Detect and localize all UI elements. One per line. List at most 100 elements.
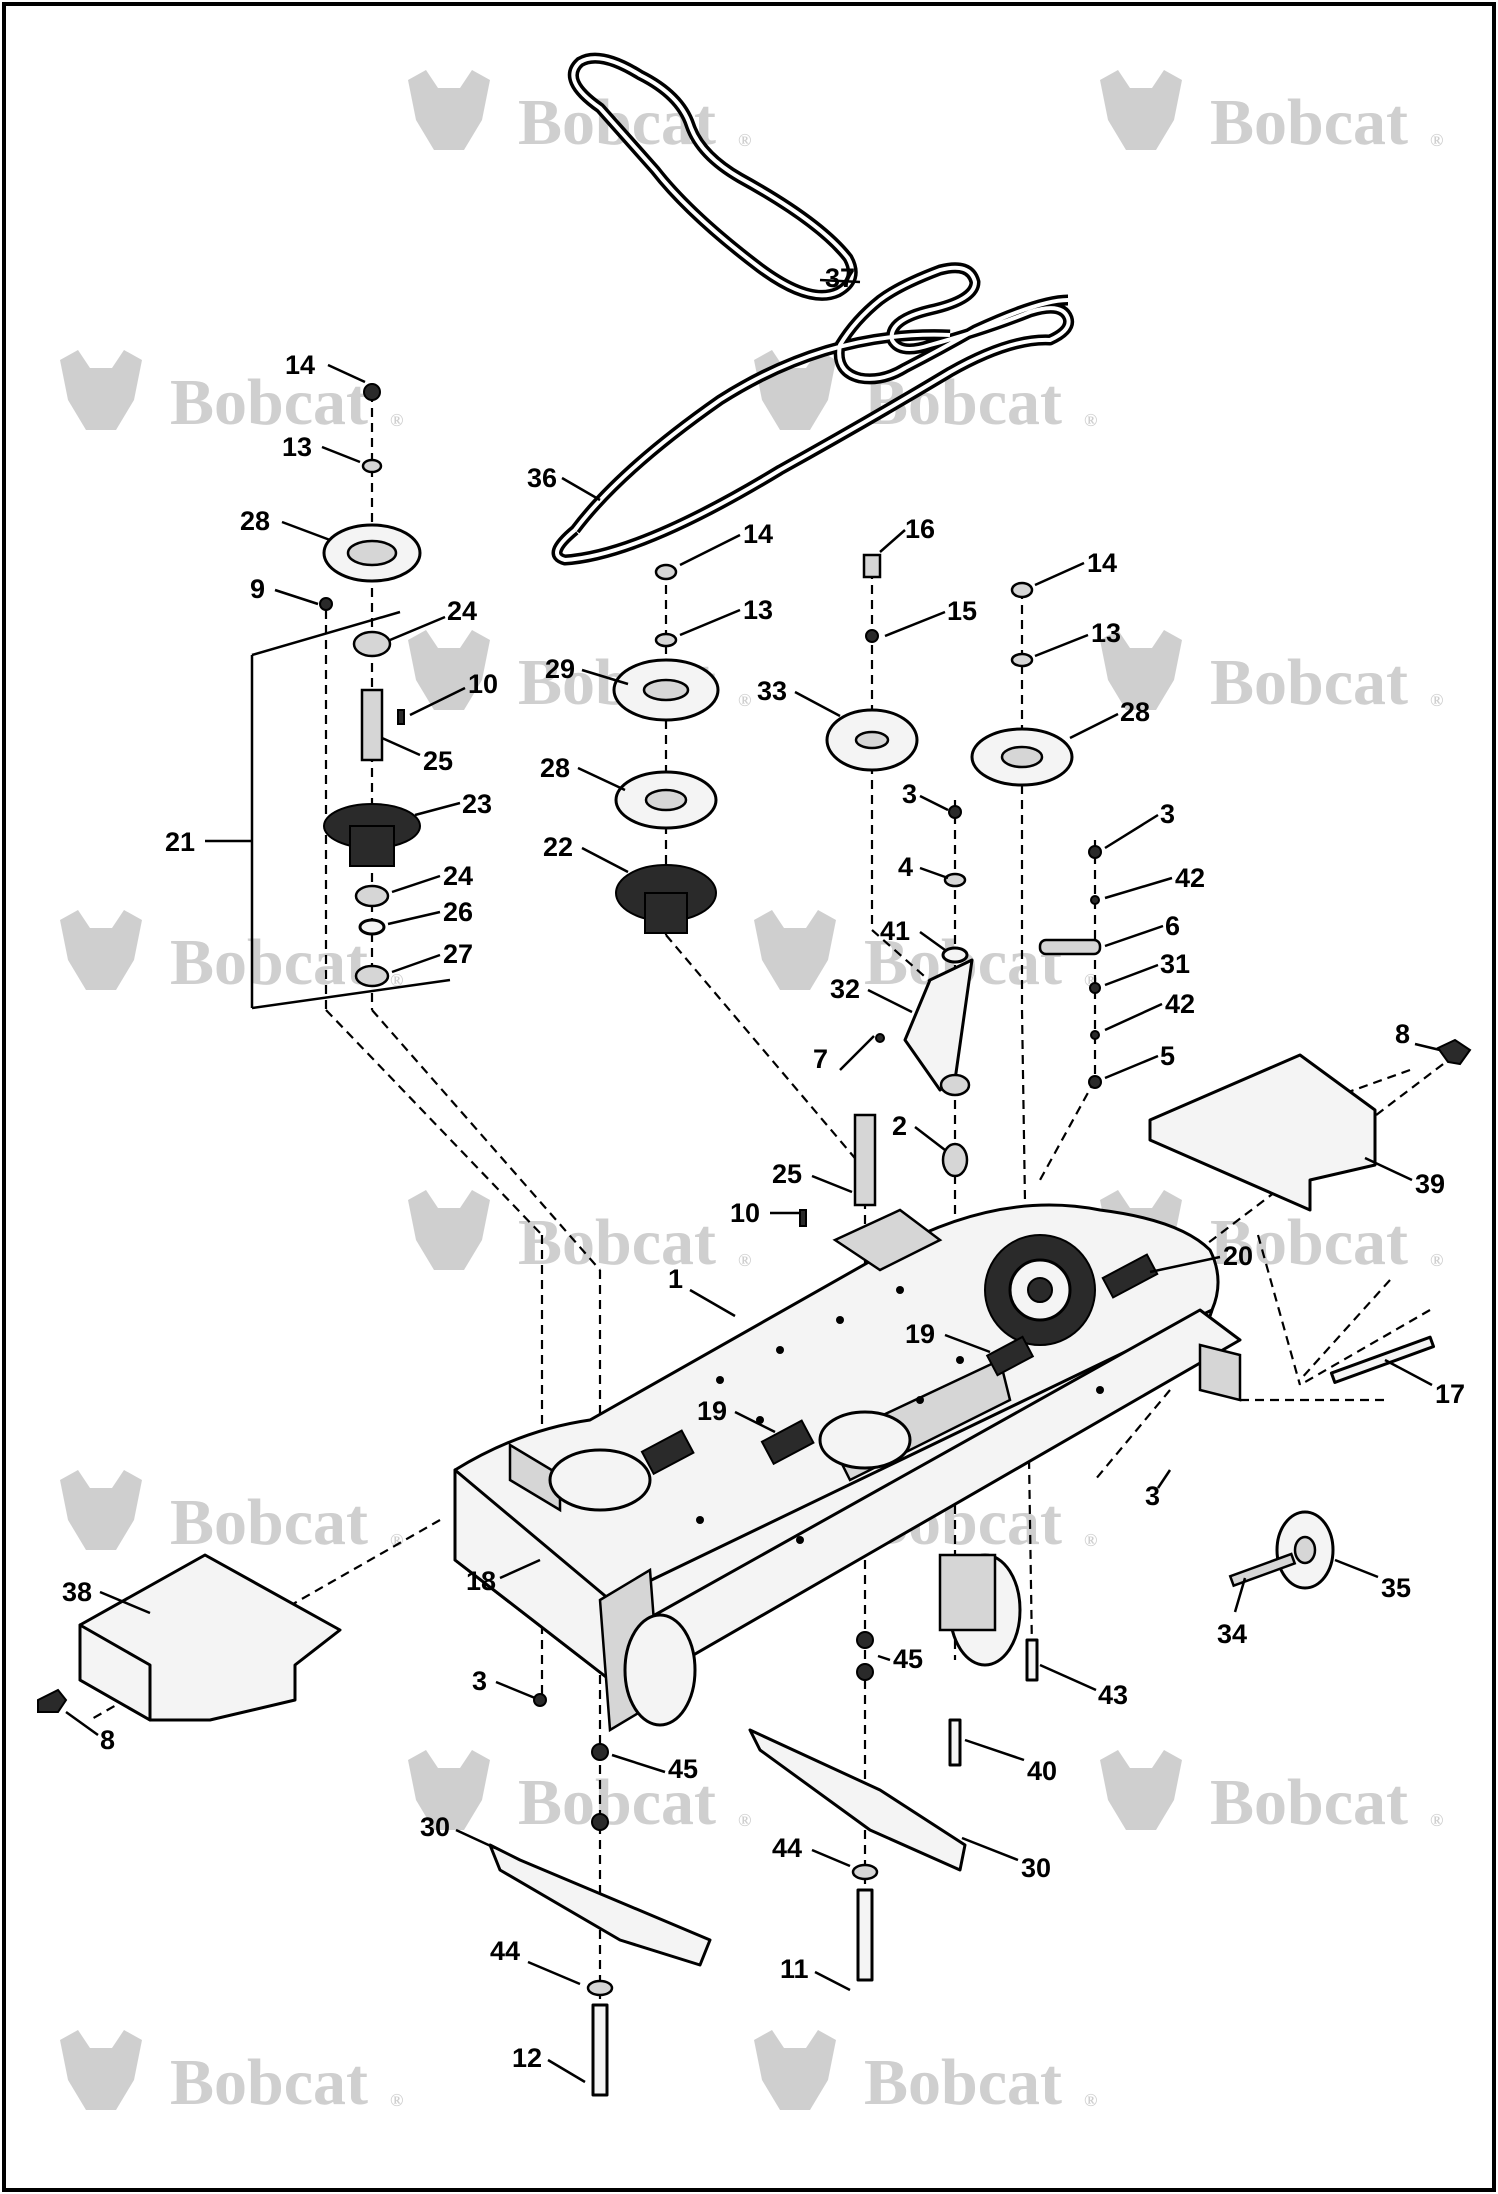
belt-cover-right <box>1148 1053 1377 1212</box>
callout-24: 24 <box>389 596 477 642</box>
bobcat-logo-icon <box>408 1190 490 1270</box>
spindle-assembly-bracket <box>205 610 451 1010</box>
callout-label: 42 <box>1175 863 1205 893</box>
callout-44: 44 <box>772 1833 851 1868</box>
callout-label: 14 <box>743 519 773 549</box>
bobcat-watermark: Bobcat® <box>408 1190 751 1279</box>
watermark-text: Bobcat <box>1210 646 1408 719</box>
watermark-reg-mark: ® <box>1430 130 1443 150</box>
callout-13: 13 <box>679 595 773 637</box>
bottom-hardware <box>488 1335 1436 2097</box>
callout-41: 41 <box>880 916 946 952</box>
callout-label: 18 <box>466 1566 496 1596</box>
callout-19: 19 <box>697 1396 776 1434</box>
bobcat-logo-icon <box>60 1470 142 1550</box>
callout-14: 14 <box>1034 548 1117 587</box>
callout-8: 8 <box>1395 1019 1441 1052</box>
watermark-text: Bobcat <box>170 2046 368 2119</box>
callout-label: 30 <box>1021 1853 1051 1883</box>
callout-label: 40 <box>1027 1756 1057 1786</box>
callout-36: 36 <box>527 463 601 502</box>
callout-6: 6 <box>1104 911 1180 948</box>
watermark-text: Bobcat <box>864 2046 1062 2119</box>
watermark-text: Bobcat <box>1210 1206 1408 1279</box>
callout-label: 17 <box>1435 1379 1465 1409</box>
callout-7: 7 <box>813 1035 875 1074</box>
callout-17: 17 <box>1384 1358 1465 1409</box>
callout-label: 5 <box>1160 1041 1175 1071</box>
callout-27: 27 <box>391 939 473 974</box>
mower-deck-housing <box>453 1203 1242 1733</box>
watermark-layer: Bobcat ® Bobcat ® Bobcat ® Bobcat ® Bobcat ® Bobca… <box>60 70 1443 2119</box>
callout-43: 43 <box>1039 1663 1128 1710</box>
watermark-reg-mark: ® <box>738 130 751 150</box>
callout-label: 36 <box>527 463 557 493</box>
callout-45: 45 <box>611 1753 698 1784</box>
watermark-text: Bobcat <box>1210 1766 1408 1839</box>
callout-35: 35 <box>1334 1558 1411 1603</box>
callout-2: 2 <box>892 1111 946 1151</box>
callout-label: 29 <box>545 654 575 684</box>
callout-39: 39 <box>1364 1156 1445 1199</box>
callout-25: 25 <box>381 736 453 776</box>
callout-label: 10 <box>730 1198 760 1228</box>
callout-20: 20 <box>1149 1241 1253 1274</box>
watermark-reg-mark: ® <box>738 1250 751 1270</box>
callout-label: 32 <box>830 974 860 1004</box>
drive-belt-37 <box>567 52 858 301</box>
callout-label: 7 <box>813 1044 828 1074</box>
callout-label: 45 <box>893 1644 923 1674</box>
callout-label: 38 <box>62 1577 92 1607</box>
bobcat-logo-icon <box>60 2030 142 2110</box>
bobcat-logo-icon <box>1100 70 1182 150</box>
callout-3: 3 <box>1104 799 1175 850</box>
left-spindle-assembly <box>319 383 422 988</box>
bobcat-logo-icon <box>754 2030 836 2110</box>
callout-label: 30 <box>420 1812 450 1842</box>
callout-24: 24 <box>391 861 473 894</box>
callout-label: 41 <box>880 916 910 946</box>
watermark-reg-mark: ® <box>390 1530 403 1550</box>
callout-10: 10 <box>730 1198 800 1228</box>
bobcat-watermark: Bobcat ® <box>60 1470 403 1559</box>
callout-label: 33 <box>757 676 787 706</box>
watermark-reg-mark: ® <box>1430 690 1443 710</box>
callout-38: 38 <box>62 1577 151 1615</box>
callout-30: 30 <box>420 1812 496 1850</box>
callout-9: 9 <box>250 574 319 606</box>
callout-label: 3 <box>1145 1481 1160 1511</box>
bobcat-logo-icon <box>408 1750 490 1830</box>
callout-label: 25 <box>772 1159 802 1189</box>
callout-label: 10 <box>468 669 498 699</box>
watermark-reg-mark: ® <box>1430 1810 1443 1830</box>
callout-label: 43 <box>1098 1680 1128 1710</box>
center-spindle-assembly <box>612 563 877 1227</box>
callout-label: 16 <box>905 514 935 544</box>
bobcat-logo-icon <box>408 630 490 710</box>
watermark-reg-mark: ® <box>390 970 403 990</box>
callout-label: 19 <box>697 1396 727 1426</box>
bobcat-watermark: Bobcat® <box>408 1750 751 1839</box>
watermark-text: Bobcat <box>170 1486 368 1559</box>
callout-13: 13 <box>1034 618 1121 658</box>
watermark-reg-mark: ® <box>1084 2090 1097 2110</box>
callout-label: 34 <box>1217 1619 1247 1649</box>
callout-19: 19 <box>905 1319 991 1354</box>
callout-label: 6 <box>1165 911 1180 941</box>
callout-label: 44 <box>490 1936 520 1966</box>
callout-3: 3 <box>1145 1469 1172 1511</box>
callout-label: 15 <box>947 596 977 626</box>
watermark-reg-mark: ® <box>390 2090 403 2110</box>
callout-15: 15 <box>884 596 977 638</box>
callout-label: 27 <box>443 939 473 969</box>
callout-11: 11 <box>780 1954 851 1992</box>
callout-label: 45 <box>668 1754 698 1784</box>
bobcat-watermark: Bobcat® <box>1100 70 1443 159</box>
callout-23: 23 <box>414 789 492 819</box>
callout-label: 11 <box>780 1954 809 1984</box>
callout-label: 22 <box>543 832 573 862</box>
bobcat-watermark: Bobcat ® <box>754 2030 1097 2119</box>
watermark-reg-mark: ® <box>738 690 751 710</box>
